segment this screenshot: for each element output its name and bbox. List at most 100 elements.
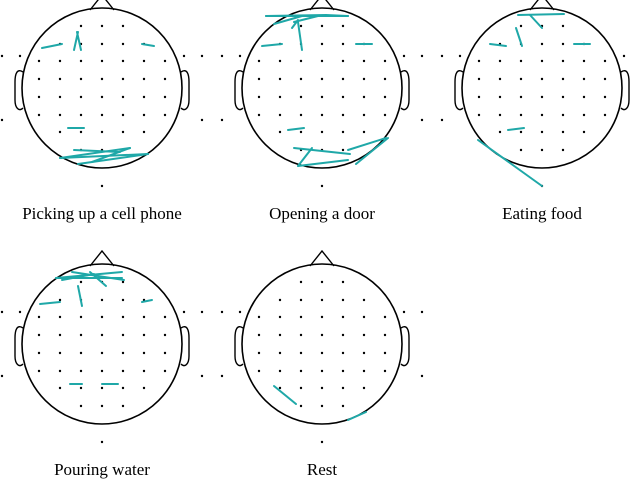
nose-outline xyxy=(89,249,115,267)
electrode-dot xyxy=(142,386,146,390)
electrode-dot xyxy=(0,54,4,58)
electrode-dot xyxy=(320,184,324,188)
electrode-dot xyxy=(278,298,282,302)
connectivity-line xyxy=(347,411,367,421)
electrode-dot xyxy=(320,95,324,99)
electrode-dot xyxy=(299,95,303,99)
connectivity-line xyxy=(273,385,297,405)
nose-outline xyxy=(529,0,555,11)
electrode-dot xyxy=(58,130,62,134)
electrode-dot xyxy=(320,42,324,46)
electrode-dot xyxy=(79,386,83,390)
electrode-dot xyxy=(37,95,41,99)
electrode-dot xyxy=(58,298,62,302)
electrode-dot xyxy=(320,351,324,355)
electrode-dot xyxy=(320,440,324,444)
nose-outline xyxy=(89,0,115,11)
electrode-dot xyxy=(37,59,41,63)
electrode-dot xyxy=(257,315,261,319)
connectivity-line xyxy=(355,137,389,165)
electrode-dot xyxy=(320,298,324,302)
electrode-dot xyxy=(121,77,125,81)
electrode-dot xyxy=(477,77,481,81)
electrode-dot xyxy=(163,59,167,63)
connectivity-line xyxy=(297,159,349,167)
head-outline xyxy=(21,7,183,169)
electrode-dot xyxy=(79,113,83,117)
electrode-dot xyxy=(341,113,345,117)
connectivity-line xyxy=(39,301,61,305)
electrode-dot xyxy=(383,113,387,117)
electrode-dot xyxy=(341,77,345,81)
connectivity-line xyxy=(489,43,507,47)
connectivity-line xyxy=(297,21,303,51)
electrode-dot xyxy=(320,386,324,390)
panel-caption: Opening a door xyxy=(269,204,375,223)
electrode-dot xyxy=(540,59,544,63)
connectivity-line xyxy=(77,153,149,165)
electrode-dot xyxy=(100,59,104,63)
topoplot-panel: Picking up a cell phone xyxy=(0,0,204,223)
electrode-dot xyxy=(58,77,62,81)
electrode-dot xyxy=(341,315,345,319)
electrode-dot xyxy=(519,77,523,81)
electrode-dot xyxy=(100,315,104,319)
electrode-dot xyxy=(561,77,565,81)
nose-outline xyxy=(309,249,335,267)
electrode-dot xyxy=(37,369,41,373)
electrode-dot xyxy=(58,95,62,99)
electrode-dot xyxy=(320,280,324,284)
electrode-dot xyxy=(100,130,104,134)
electrode-dot xyxy=(200,374,204,378)
electrode-dot xyxy=(320,369,324,373)
right-ear-outline xyxy=(400,326,410,367)
electrode-dot xyxy=(121,351,125,355)
electrode-dot xyxy=(278,77,282,81)
electrode-dot xyxy=(58,369,62,373)
electrode-dot xyxy=(420,54,424,58)
electrode-dot xyxy=(320,130,324,134)
electrode-dot xyxy=(58,333,62,337)
electrode-dot xyxy=(100,77,104,81)
electrode-dot xyxy=(458,54,462,58)
connectivity-line xyxy=(291,19,299,29)
electrode-dot xyxy=(37,113,41,117)
left-ear-outline xyxy=(14,70,24,111)
electrode-dot xyxy=(58,113,62,117)
electrode-dot xyxy=(519,95,523,99)
electrode-dot xyxy=(121,113,125,117)
electrode-dot xyxy=(582,113,586,117)
head-outline xyxy=(241,263,403,425)
electrode-dot xyxy=(79,59,83,63)
electrode-dot xyxy=(320,404,324,408)
electrode-dot xyxy=(540,113,544,117)
topoplot-panel: Rest xyxy=(220,249,424,479)
electrode-dot xyxy=(362,351,366,355)
electrode-dot xyxy=(100,95,104,99)
electrode-dot xyxy=(121,386,125,390)
electrode-dot xyxy=(182,54,186,58)
electrode-dot xyxy=(561,59,565,63)
electrode-dot xyxy=(402,310,406,314)
electrode-dot xyxy=(142,113,146,117)
electrode-dot xyxy=(142,130,146,134)
electrode-dot xyxy=(100,333,104,337)
panel-caption: Eating food xyxy=(502,204,582,223)
electrode-dot xyxy=(37,333,41,337)
electrode-dot xyxy=(320,24,324,28)
electrode-dot xyxy=(540,42,544,46)
electrode-dot xyxy=(299,24,303,28)
electrode-dot xyxy=(519,59,523,63)
electrode-dot xyxy=(121,59,125,63)
connectivity-line xyxy=(273,15,303,25)
electrode-dot xyxy=(420,118,424,122)
electrode-dot xyxy=(257,351,261,355)
electrode-dot xyxy=(220,54,224,58)
electrode-dot xyxy=(100,386,104,390)
electrode-dot xyxy=(182,310,186,314)
electrode-dot xyxy=(362,333,366,337)
electrode-dot xyxy=(278,130,282,134)
electrode-dot xyxy=(519,24,523,28)
electrode-dot xyxy=(320,77,324,81)
electrode-dot xyxy=(299,298,303,302)
